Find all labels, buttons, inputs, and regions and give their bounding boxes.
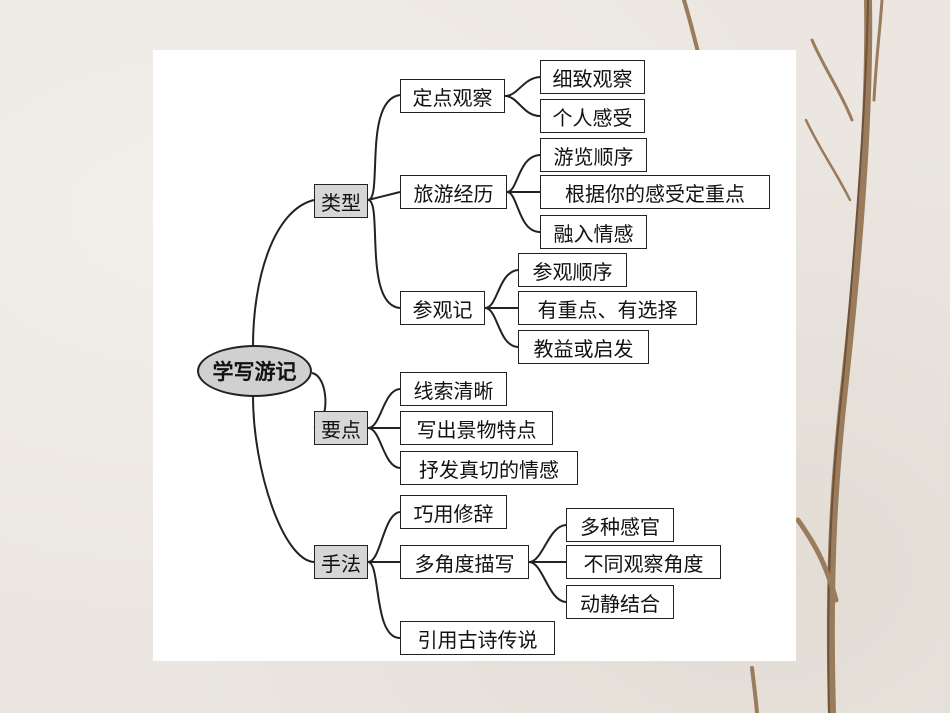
type-subitem-emotion: 融入情感: [540, 215, 647, 249]
type-subitem-selective: 有重点、有选择: [518, 291, 697, 325]
type-subitem-visit-order: 参观顺序: [518, 253, 627, 287]
keypoint-item-feelings: 抒发真切的情感: [400, 451, 578, 485]
type-item-travel: 旅游经历: [400, 175, 507, 209]
technique-item-quotes: 引用古诗传说: [400, 621, 555, 655]
category-node-techniques: 手法: [314, 545, 368, 579]
technique-subitem-senses: 多种感官: [566, 508, 674, 542]
type-subitem-detailed: 细致观察: [540, 60, 645, 94]
category-node-types: 类型: [314, 184, 368, 218]
mindmap-card: 学写游记 类型 要点 手法 定点观察 细致观察 个人感受 旅游经历 游览顺序 根…: [153, 50, 796, 661]
root-node: 学写游记: [197, 345, 312, 397]
technique-subitem-motion-stillness: 动静结合: [566, 585, 674, 619]
type-subitem-insight: 教益或启发: [518, 330, 649, 364]
type-item-visit: 参观记: [400, 291, 485, 325]
technique-subitem-viewpoints: 不同观察角度: [566, 545, 721, 579]
type-subitem-focus: 根据你的感受定重点: [540, 175, 770, 209]
connector-lines: [252, 76, 567, 639]
technique-item-multi-angle: 多角度描写: [400, 545, 529, 579]
keypoint-item-features: 写出景物特点: [400, 411, 553, 445]
type-subitem-personal: 个人感受: [540, 99, 645, 133]
type-item-fixed-point: 定点观察: [400, 79, 505, 113]
category-node-key-points: 要点: [314, 411, 368, 445]
keypoint-item-clue: 线索清晰: [400, 372, 507, 406]
type-subitem-tour-order: 游览顺序: [540, 138, 647, 172]
technique-item-rhetoric: 巧用修辞: [400, 495, 507, 529]
